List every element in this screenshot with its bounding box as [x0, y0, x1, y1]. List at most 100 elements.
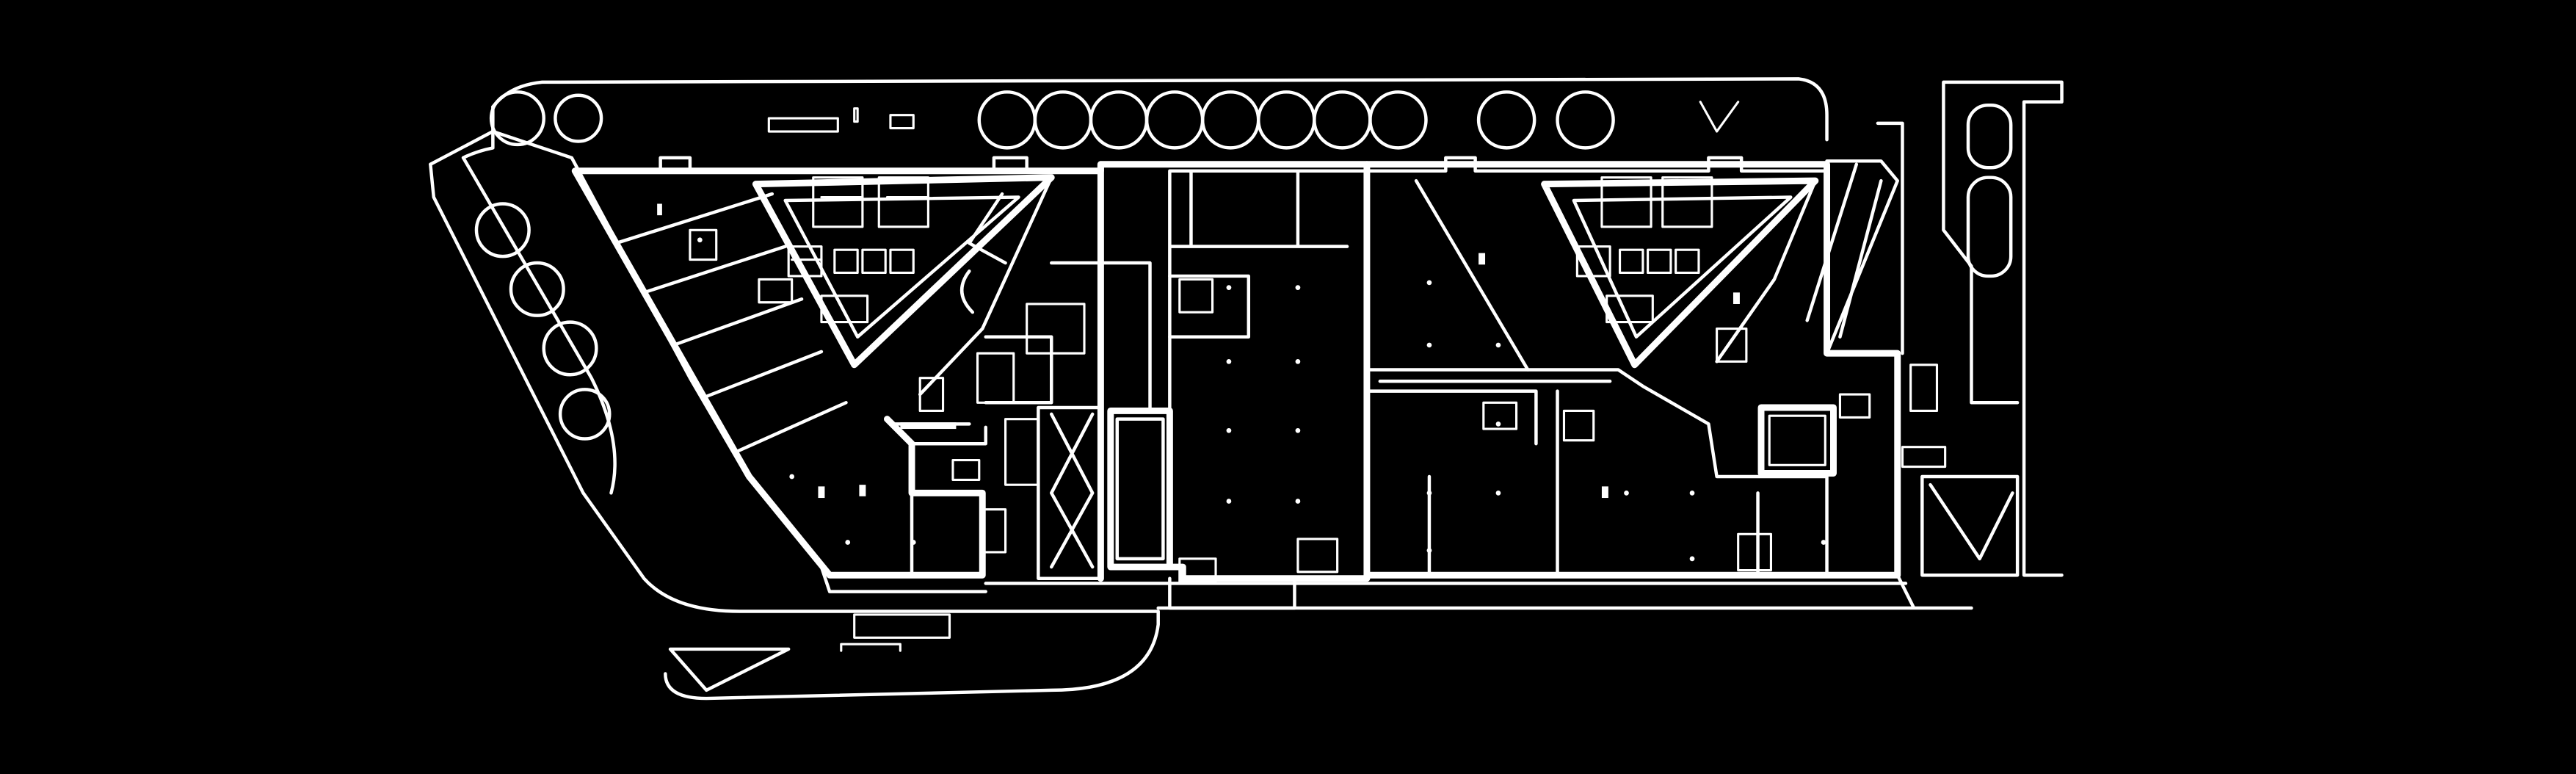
tree-icon — [1144, 90, 1205, 150]
tree-icon — [1556, 90, 1615, 150]
column-marker — [859, 485, 866, 496]
parked-vehicle — [853, 613, 951, 639]
parked-vehicle — [1909, 364, 1939, 413]
west-storage-block — [976, 352, 1015, 404]
central-stair — [1026, 303, 1086, 355]
east-outer-edge — [1805, 159, 1899, 355]
west-service-room — [689, 228, 718, 261]
central-loading-bay — [1037, 405, 1103, 580]
east-site-bottom — [1156, 573, 1973, 610]
column-marker — [1479, 253, 1486, 265]
column-dot — [1295, 285, 1301, 290]
site-boundary-inner — [461, 105, 495, 160]
island-triangle — [668, 647, 791, 692]
bench — [889, 114, 915, 130]
west-storage-block — [918, 377, 945, 413]
east-wing-north-wall — [1365, 156, 1826, 173]
column-dot — [1495, 421, 1501, 427]
column-dot — [1226, 358, 1232, 364]
east-diagonal-wall — [1414, 178, 1818, 372]
elevator-box — [889, 248, 915, 275]
stair-block — [1600, 176, 1652, 228]
east-core-stairs — [1575, 176, 1713, 324]
column-dot — [1295, 427, 1301, 433]
column-dot — [1426, 280, 1432, 286]
stair-block — [787, 245, 823, 278]
column-marker — [1601, 486, 1608, 499]
column-dot — [789, 474, 795, 480]
column-dot — [1689, 490, 1695, 496]
stair-block — [1575, 245, 1611, 278]
central-column-grid — [1226, 285, 1301, 504]
central-corridor — [1050, 261, 1152, 413]
street-sign-box — [767, 117, 839, 133]
site-boundary — [491, 77, 1829, 142]
east-service-box — [1757, 404, 1837, 477]
west-lower-wall — [910, 425, 987, 577]
east-core-triangle — [1541, 177, 1819, 369]
west-sidewalk-curve — [429, 129, 987, 593]
west-column-grid — [657, 203, 916, 545]
column-dot — [1821, 540, 1826, 545]
column-dot — [1689, 556, 1695, 562]
tree-icon — [977, 90, 1037, 150]
west-core-stairs — [787, 176, 929, 324]
central-ramp-box — [1107, 407, 1173, 571]
stair-block — [1606, 294, 1654, 324]
column-dot — [910, 540, 916, 545]
column-marker — [818, 486, 825, 499]
central-north-rooms — [1168, 169, 1369, 413]
west-service-room — [758, 278, 794, 304]
east-small-room — [1482, 401, 1518, 430]
east-core-inner — [1572, 195, 1793, 339]
elevator-box — [861, 248, 887, 275]
east-small-room — [1716, 327, 1748, 363]
stair-block — [820, 294, 869, 324]
central-ramp-inner — [1115, 417, 1165, 561]
parked-vehicle — [1901, 446, 1947, 469]
central-corridor — [984, 335, 1053, 405]
west-landscape-edge — [429, 162, 1160, 701]
east-small-room — [1838, 393, 1871, 419]
tree-icon — [474, 202, 531, 258]
west-retail-partition — [642, 245, 787, 294]
stair-block — [1661, 176, 1713, 228]
parked-vehicle — [981, 508, 1007, 554]
east-service-inner — [1768, 414, 1826, 466]
column-dot — [845, 540, 851, 545]
tree-icon — [1200, 90, 1260, 150]
west-retail-partition — [614, 192, 774, 245]
bike-rack — [840, 643, 901, 652]
column-dot — [1295, 358, 1301, 364]
west-east-wing-diagonal — [918, 176, 1053, 397]
column-dot — [1226, 285, 1232, 290]
tree-icon — [1089, 90, 1149, 150]
east-small-room — [1737, 532, 1773, 572]
elevator-box — [1618, 248, 1644, 275]
tree-icon — [1368, 90, 1428, 150]
column-dot — [697, 237, 703, 243]
street-marker — [853, 107, 859, 123]
tree-icon — [1033, 90, 1093, 150]
east-wing-outline — [1363, 161, 1901, 579]
central-dashed-edge — [1168, 274, 1251, 339]
west-storage-block — [951, 459, 981, 482]
elevator-box — [1647, 248, 1672, 275]
central-stair — [1178, 278, 1214, 314]
west-wing-north-wall — [573, 156, 1103, 173]
tree-icon — [542, 320, 598, 377]
tree-icon — [489, 90, 545, 147]
central-block-outline — [1097, 161, 1371, 582]
tree-icon — [558, 388, 612, 441]
central-south-stair — [1296, 538, 1339, 574]
east-ramp-gate — [1920, 474, 2020, 577]
west-curb-line — [461, 156, 617, 495]
tree-row-north — [489, 90, 1615, 150]
stair-block — [812, 176, 864, 228]
west-retail-partition — [734, 401, 848, 454]
column-dot — [1624, 490, 1629, 496]
column-dot — [1426, 490, 1432, 496]
column-dot — [1226, 427, 1232, 433]
west-bench-bar — [900, 422, 957, 430]
east-small-room — [1562, 409, 1595, 442]
